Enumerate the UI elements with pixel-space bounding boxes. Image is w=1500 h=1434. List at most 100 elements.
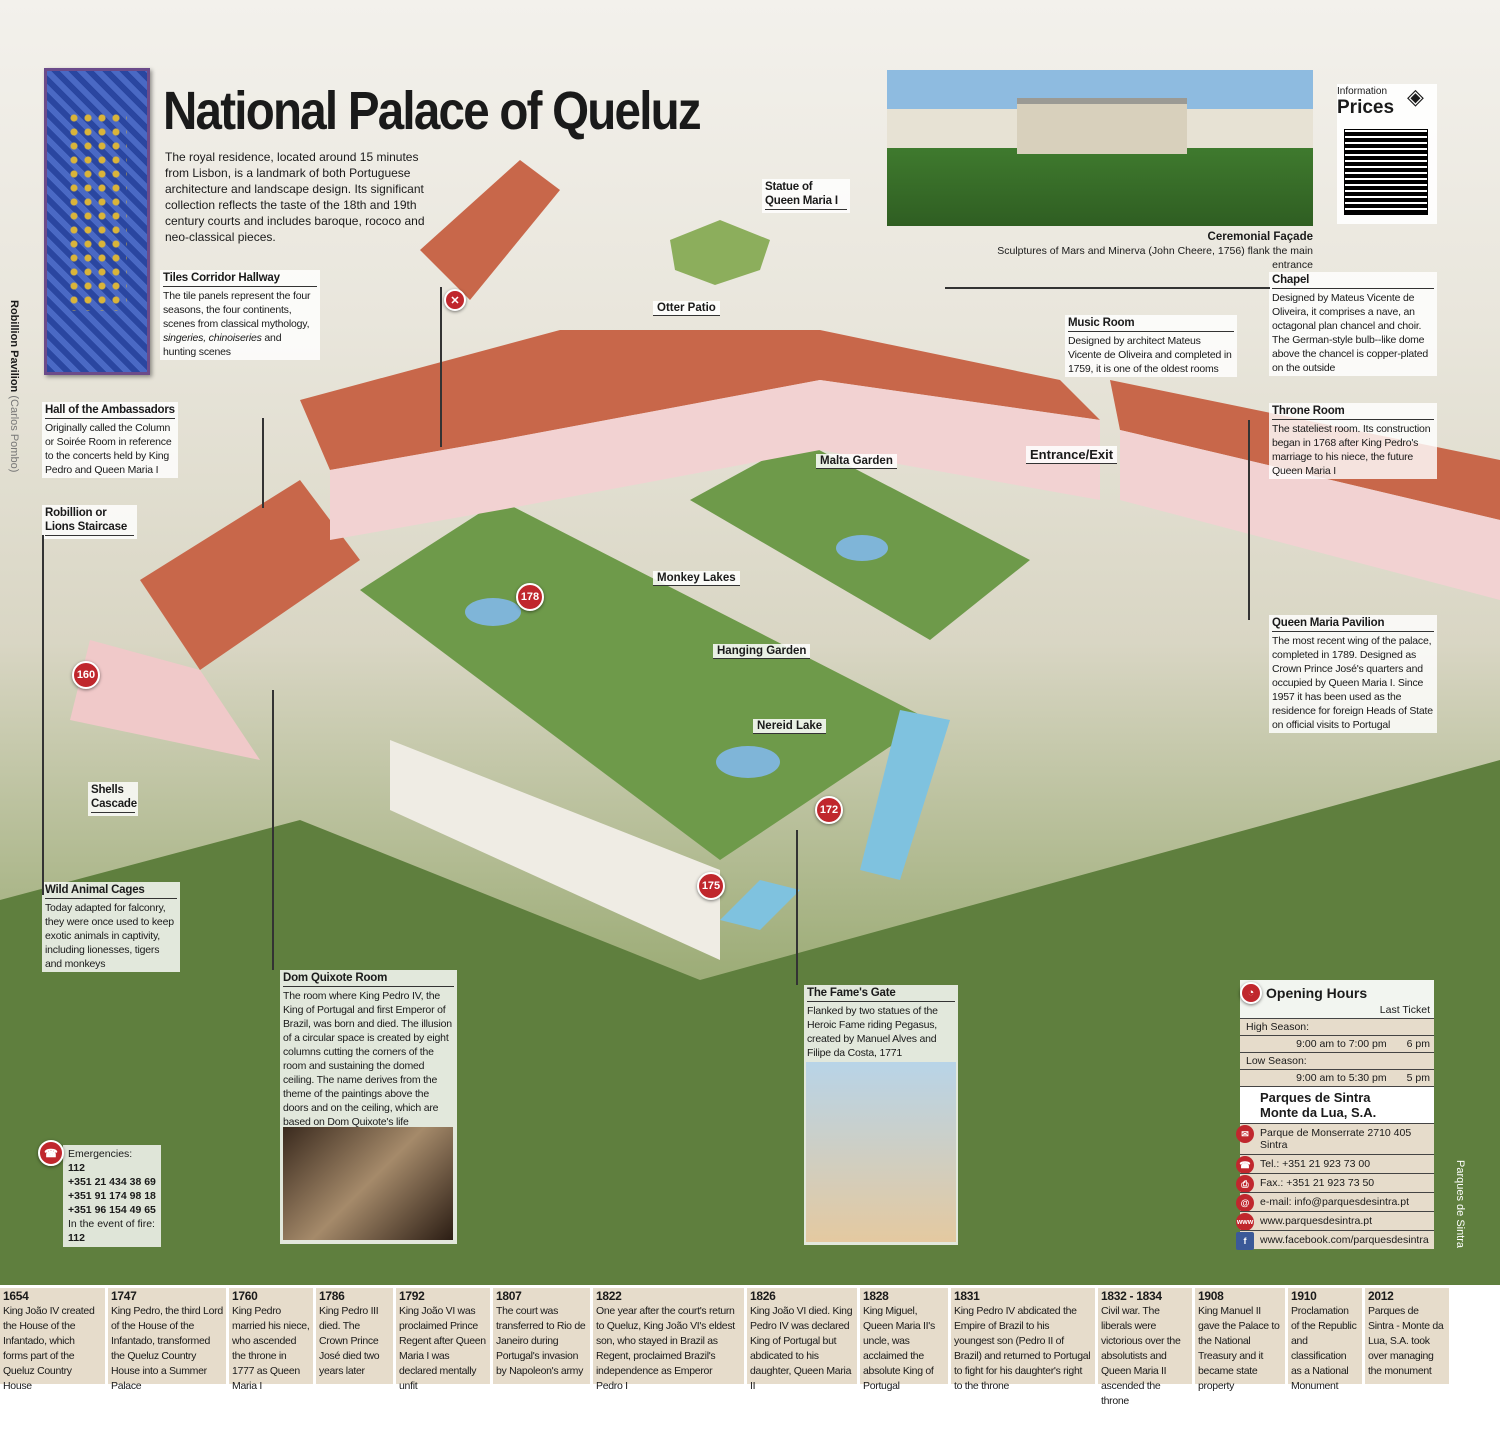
fame-statue-photo (806, 1062, 956, 1242)
email-link[interactable]: e-mail: info@parquesdesintra.pt (1260, 1196, 1409, 1208)
north-wing-roof (420, 160, 560, 300)
hours-title: Opening Hours (1266, 985, 1368, 1001)
label-body: Originally called the Column or Soirée R… (45, 422, 172, 476)
emergencies-title: Emergencies: (68, 1148, 133, 1160)
neptune-fountain (465, 598, 521, 626)
timeline-year: 1831 (954, 1289, 980, 1303)
route-marker-178[interactable]: 178 (516, 583, 544, 611)
address: Parque de Monserrate 2710 405 Sintra (1260, 1127, 1412, 1151)
timeline-text: Parques de Sintra - Monte da Lua, S.A. t… (1368, 1305, 1444, 1377)
timeline-year: 1826 (750, 1289, 776, 1303)
east-wing-facade (1120, 430, 1500, 600)
timeline-year: 1792 (399, 1289, 425, 1303)
emergency-number: 112 (68, 1162, 85, 1174)
timeline-text: One year after the court's return to Que… (596, 1305, 735, 1392)
timeline-year: 1910 (1291, 1289, 1317, 1303)
tiles-panel-image (44, 68, 150, 375)
west-wing-roof (140, 480, 360, 670)
label-title: Robillion or Lions Staircase (45, 506, 134, 536)
label-tiles-corridor: Tiles Corridor Hallway The tile panels r… (160, 270, 320, 360)
label-nereid-lake: Nereid Lake (753, 719, 827, 734)
high-season-hours: 9:00 am to 7:00 pm (1296, 1038, 1387, 1050)
timeline-year: 1807 (496, 1289, 522, 1303)
label-body: The tile panels represent the four seaso… (163, 290, 311, 330)
clock-icon: ◔ (1240, 982, 1262, 1004)
facebook-link[interactable]: www.facebook.com/parquesdesintra (1260, 1234, 1429, 1246)
route-marker-160[interactable]: 160 (72, 661, 100, 689)
org-name-1: Parques de Sintra (1260, 1090, 1371, 1105)
timeline-year: 1747 (111, 1289, 137, 1303)
email-row[interactable]: @e-mail: info@parquesdesintra.pt (1236, 1192, 1434, 1212)
facade-body: Sculptures of Mars and Minerva (John Che… (997, 245, 1313, 271)
timeline-text: King João IV created the House of the In… (3, 1305, 95, 1392)
leader-line (796, 830, 798, 985)
qr-code[interactable] (1344, 129, 1428, 215)
leader-line (42, 535, 44, 895)
label-title: Dom Quixote Room (283, 971, 454, 987)
facade-title: Ceremonial Façade (1207, 231, 1313, 243)
org-name-2: Monte da Lua, S.A. (1260, 1105, 1377, 1120)
label-entrance-exit: Entrance/Exit (1026, 446, 1118, 464)
label-title: Tiles Corridor Hallway (163, 271, 317, 287)
side-caption: Robillion Pavilion (Carlos Pombo) (8, 300, 20, 472)
fire-label: In the event of fire: (68, 1218, 155, 1230)
label-body: The room where King Pedro IV, the King o… (283, 990, 452, 1128)
telephone: Tel.: +351 21 923 73 00 (1260, 1158, 1371, 1170)
emergency-number: +351 96 154 49 65 (68, 1204, 156, 1216)
logo-text: Parques de Sintra (1454, 1160, 1466, 1249)
timeline-text: King Pedro, the third Lord of the House … (111, 1305, 223, 1392)
label-title: Queen Maria Pavilion (1272, 616, 1434, 632)
timeline-year: 1832 - 1834 (1101, 1289, 1162, 1303)
label-title: Shells Cascade (91, 783, 137, 813)
nfc-icon: ◈ (1407, 84, 1424, 109)
timeline-text: Proclamation of the Republic and classif… (1291, 1305, 1357, 1392)
timeline-year: 1828 (863, 1289, 889, 1303)
route-marker-172[interactable]: 172 (815, 796, 843, 824)
canal (860, 710, 950, 880)
restaurant-icon: ✕ (444, 289, 466, 311)
label-italic: singeries, chinoiseries (163, 332, 262, 344)
label-title: Statue of Queen Maria I (765, 180, 847, 210)
label-title: Music Room (1068, 316, 1234, 332)
emergency-number: +351 21 434 38 69 (68, 1176, 156, 1188)
prices-qr-block[interactable]: Information Prices ◈ (1337, 84, 1437, 224)
tel-row: ☎Tel.: +351 21 923 73 00 (1236, 1154, 1434, 1174)
fax-row: ⎙Fax.: +351 21 923 73 50 (1236, 1173, 1434, 1193)
nereid-lake (716, 746, 780, 778)
label-body2: and hunting scenes (163, 332, 282, 358)
timeline-text: King João VI died. King Pedro IV was dec… (750, 1305, 853, 1392)
facebook-icon: f (1236, 1232, 1254, 1250)
label-body: Today adapted for falconry, they were on… (45, 902, 174, 970)
label-otter-patio: Otter Patio (653, 301, 720, 316)
label-title: The Fame's Gate (807, 986, 955, 1002)
leader-line (440, 287, 442, 447)
timeline-year: 1822 (596, 1289, 622, 1303)
emergency-phone-icon: ☎ (38, 1140, 64, 1166)
main-facade (330, 380, 1100, 540)
label-title: Chapel (1272, 273, 1434, 289)
label-title: Hall of the Ambassadors (45, 403, 175, 419)
timeline-text: King Pedro III died. The Crown Prince Jo… (319, 1305, 380, 1377)
timeline-year: 2012 (1368, 1289, 1394, 1303)
facebook-row[interactable]: f www.facebook.com/parquesdesintra (1236, 1230, 1434, 1250)
label-body: The most recent wing of the palace, comp… (1272, 635, 1433, 731)
route-marker-175[interactable]: 175 (697, 872, 725, 900)
mail-icon: ✉ (1236, 1125, 1254, 1143)
label-body: Designed by architect Mateus Vicente de … (1068, 335, 1232, 375)
website-link[interactable]: www.parquesdesintra.pt (1260, 1215, 1373, 1227)
timeline-text: The court was transferred to Rio de Jane… (496, 1305, 586, 1377)
